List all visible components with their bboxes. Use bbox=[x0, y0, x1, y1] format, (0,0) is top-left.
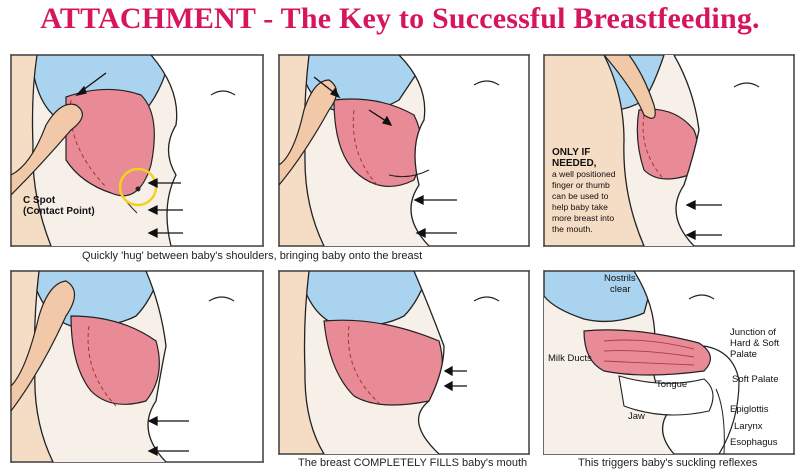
label-larynx: Larynx bbox=[734, 421, 763, 432]
assist-note-line: can be used to bbox=[552, 191, 609, 201]
assist-note-line: more breast into bbox=[552, 213, 615, 223]
label-esophagus: Esophagus bbox=[730, 437, 778, 448]
label-junction-2: Hard & Soft bbox=[730, 338, 780, 349]
label-nostrils-clear: clear bbox=[610, 284, 631, 295]
assist-note-line: a well positioned bbox=[552, 169, 616, 179]
c-spot-label: C Spot bbox=[23, 195, 56, 206]
panel-anatomy: Nostrils clear Milk Ducts Junction of Ha… bbox=[543, 270, 795, 455]
assist-note: ONLY IF NEEDED, a well positioned finger… bbox=[552, 147, 642, 235]
label-tongue: Tongue bbox=[656, 379, 688, 390]
assist-note-line: finger or thumb bbox=[552, 180, 610, 190]
c-spot-sublabel: (Contact Point) bbox=[23, 206, 95, 217]
label-nostrils: Nostrils bbox=[604, 273, 636, 284]
panel-drawing-in bbox=[10, 270, 264, 463]
assist-note-heading-1: ONLY IF bbox=[552, 147, 591, 158]
label-jaw: Jaw bbox=[628, 411, 645, 422]
page-title: ATTACHMENT - The Key to Successful Breas… bbox=[40, 2, 760, 35]
label-soft-palate: Soft Palate bbox=[732, 374, 779, 385]
label-junction-1: Junction of bbox=[730, 327, 776, 338]
caption-bottom-right: This triggers baby's suckling reflexes bbox=[578, 457, 758, 469]
assist-note-heading-2: NEEDED, bbox=[552, 158, 597, 169]
assist-note-line: help baby take bbox=[552, 202, 608, 212]
caption-bottom-middle: The breast COMPLETELY FILLS baby's mouth bbox=[298, 457, 528, 469]
assist-note-line: the mouth. bbox=[552, 224, 593, 234]
panel-approach: C Spot (Contact Point) bbox=[10, 54, 264, 247]
label-milk-ducts: Milk Ducts bbox=[548, 353, 592, 364]
label-junction-3: Palate bbox=[730, 349, 757, 360]
panel-filled-mouth bbox=[278, 270, 530, 455]
panel-latching bbox=[278, 54, 530, 247]
label-epiglottis: Epiglottis bbox=[730, 404, 769, 415]
panel-assist: ONLY IF NEEDED, a well positioned finger… bbox=[543, 54, 795, 247]
caption-top-row: Quickly 'hug' between baby's shoulders, … bbox=[82, 250, 423, 262]
